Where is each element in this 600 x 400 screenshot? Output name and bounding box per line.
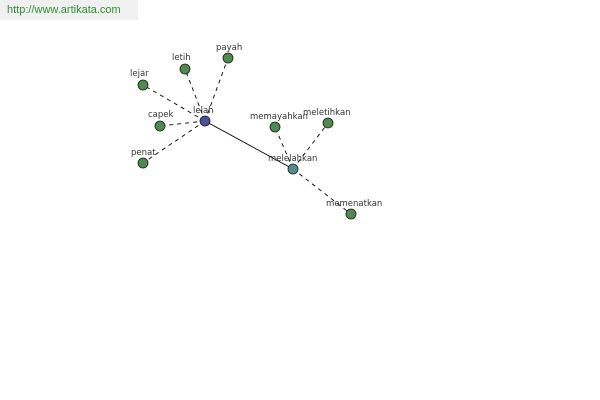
node-capek[interactable] — [154, 120, 166, 132]
labels-layer: lelah payah letih lejar capek penat melelahkan… — [130, 43, 382, 209]
node-payah[interactable] — [222, 52, 234, 64]
node-label-lejar: lejar — [130, 69, 149, 79]
node-label-meletihkan: meletihkan — [303, 108, 351, 118]
node-meletihkan[interactable] — [322, 117, 334, 129]
url-bar: http://www.artikata.com — [0, 0, 138, 20]
node-label-capek: capek — [148, 110, 174, 120]
node-label-memayahkan: memayahkan — [250, 112, 308, 122]
node-label-lelah: lelah — [193, 106, 214, 116]
site-url[interactable]: http://www.artikata.com — [7, 4, 121, 16]
edge-lelah-letih — [184, 68, 206, 122]
node-label-penat: penat — [131, 148, 156, 158]
edges-layer — [142, 57, 352, 215]
nodes-layer — [137, 52, 357, 220]
node-lejar[interactable] — [137, 79, 149, 91]
node-label-melelahkan: melelahkan — [268, 154, 317, 164]
node-memayahkan[interactable] — [269, 121, 281, 133]
edge-melelahkan-meletihkan — [292, 122, 329, 170]
edge-lelah-payah — [204, 57, 229, 122]
node-letih[interactable] — [179, 63, 191, 75]
node-memenatkan[interactable] — [345, 208, 357, 220]
node-penat[interactable] — [137, 157, 149, 169]
node-melelahkan[interactable] — [287, 163, 299, 175]
node-label-payah: payah — [216, 43, 242, 53]
node-label-letih: letih — [172, 53, 191, 63]
edge-lelah-melelahkan — [204, 120, 294, 170]
edge-lelah-lejar — [142, 84, 206, 122]
node-lelah[interactable] — [199, 115, 211, 127]
edge-lelah-capek — [159, 120, 206, 127]
node-label-memenatkan: memenatkan — [326, 199, 382, 209]
